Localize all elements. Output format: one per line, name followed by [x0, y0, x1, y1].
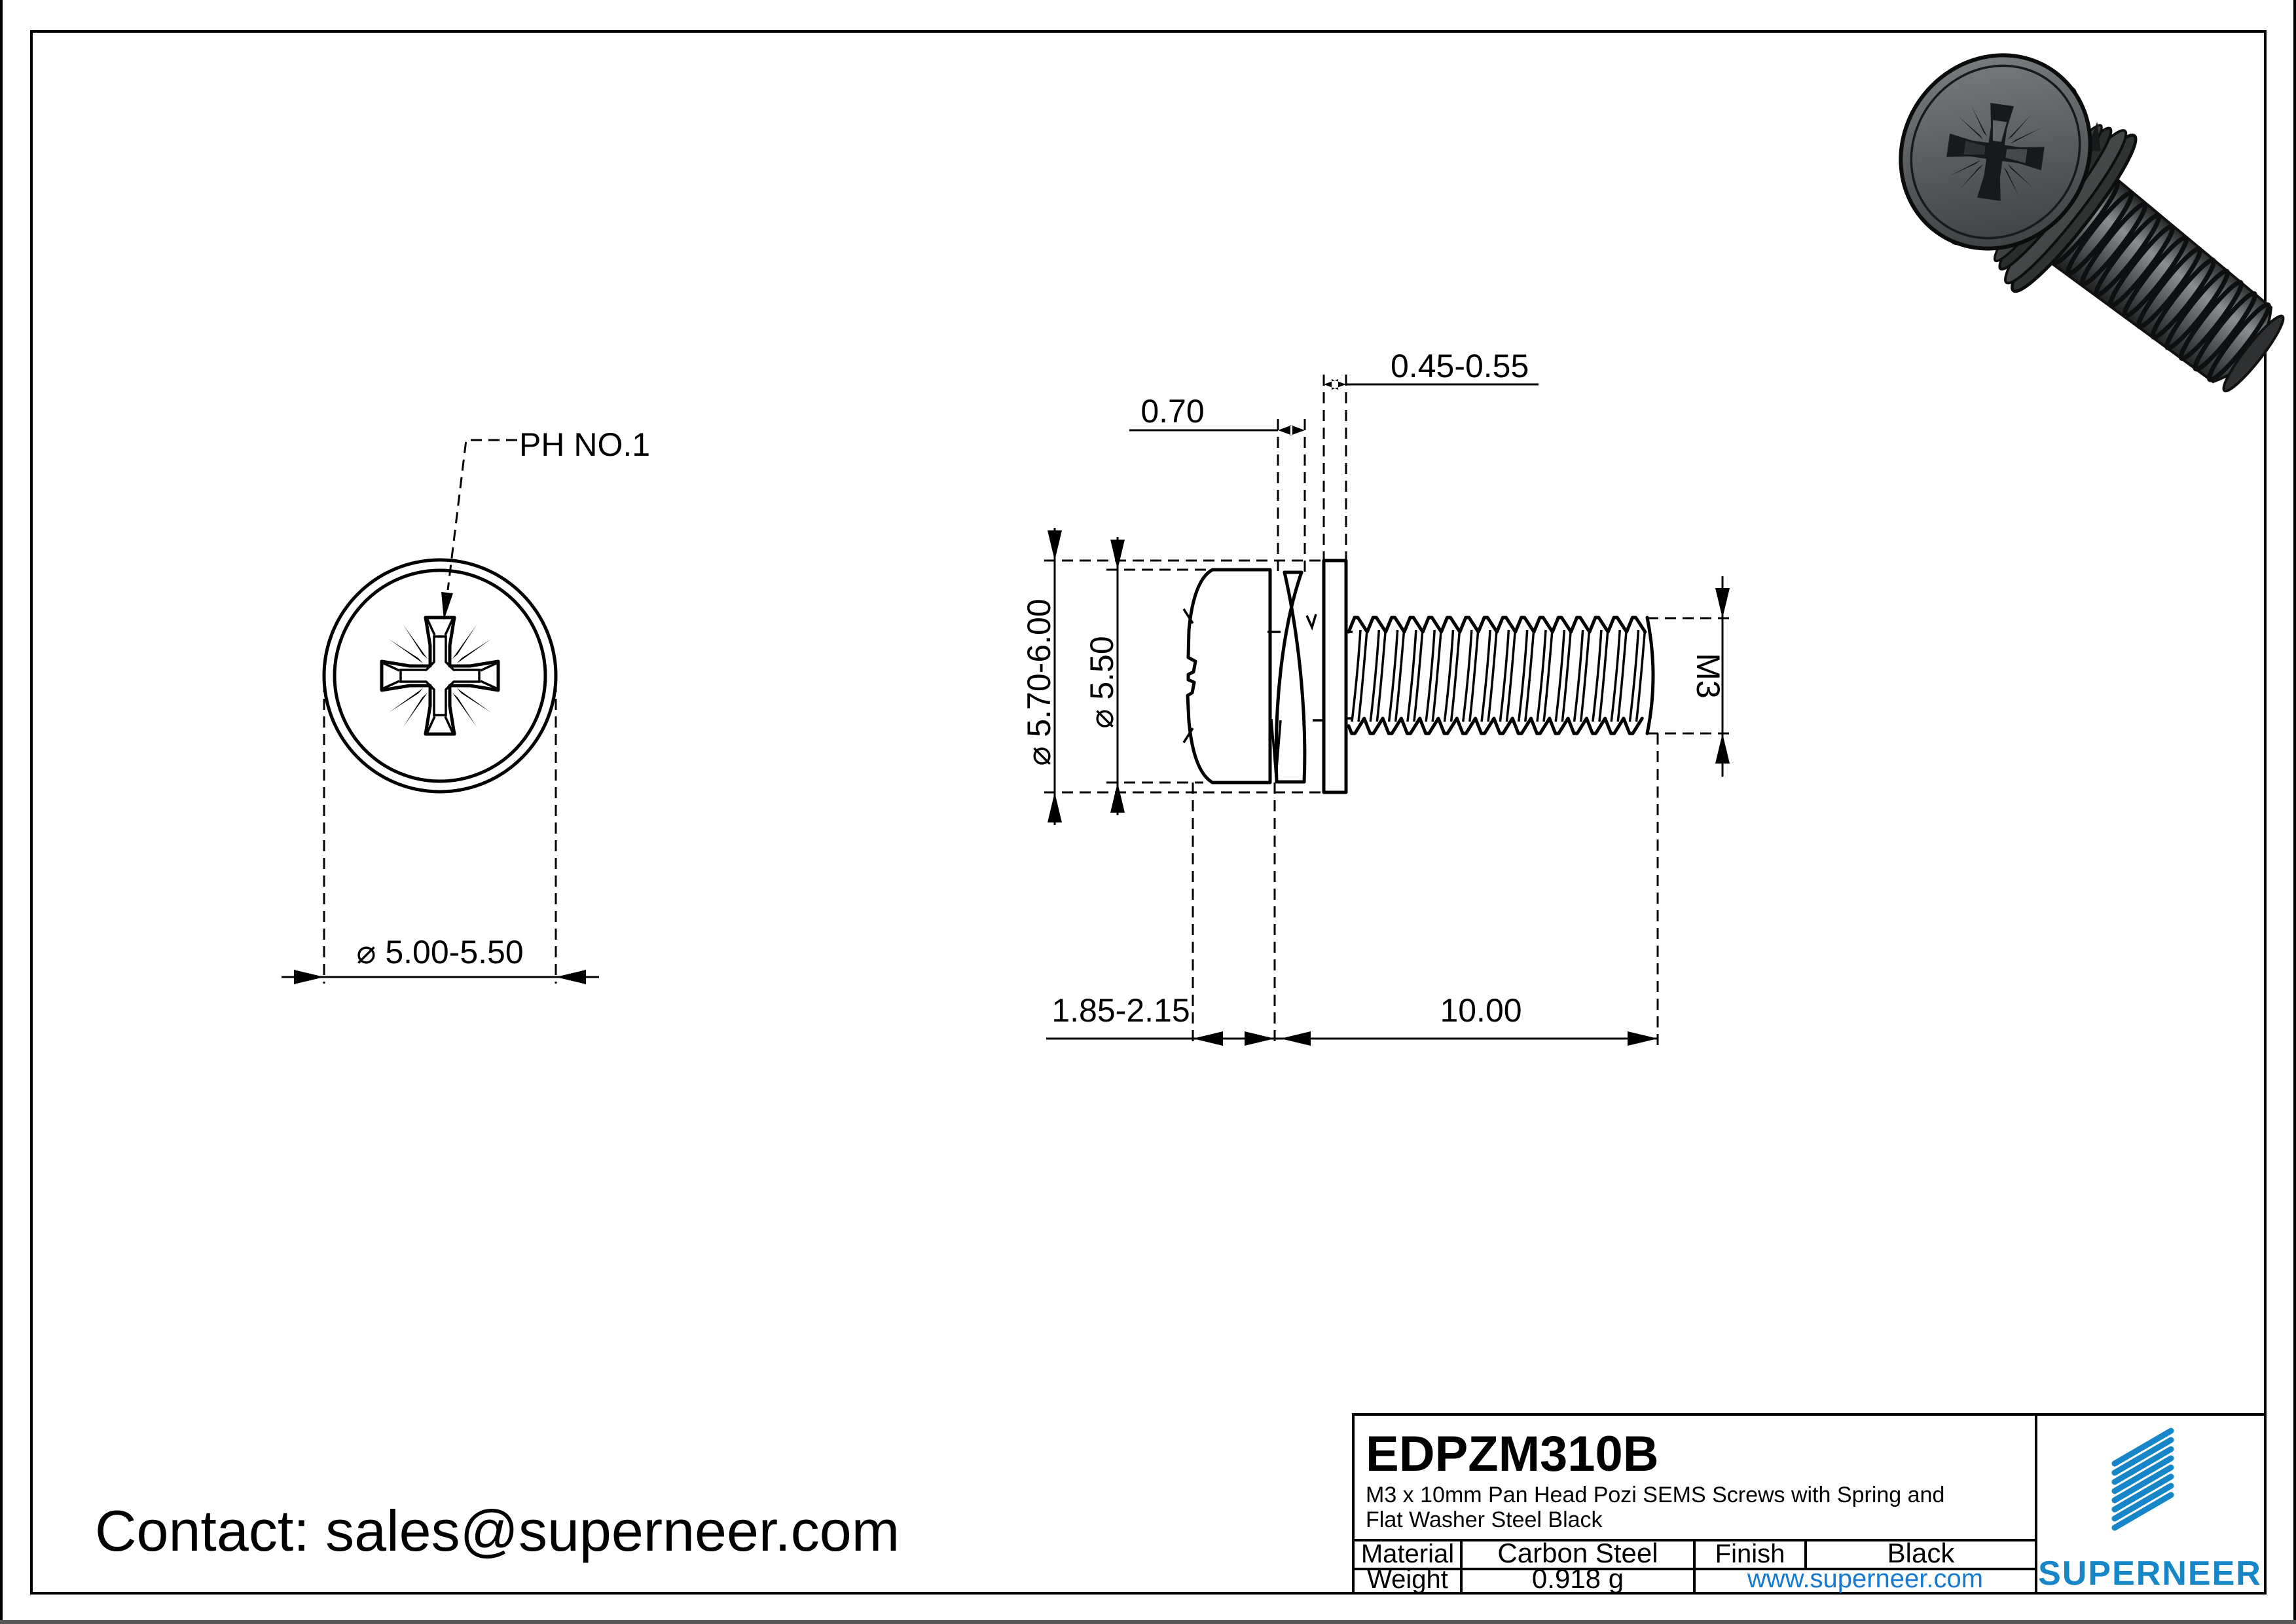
- pozi-drive-icon: [382, 618, 498, 734]
- leader-line: [446, 439, 517, 591]
- head-profile: [1186, 568, 1272, 784]
- pozi-recess-3d: [1941, 98, 2050, 206]
- washer-od-label: ⌀ 5.70-6.00: [1021, 599, 1057, 766]
- leader-arrow: [441, 592, 453, 620]
- page-edge-right: [2293, 0, 2296, 1624]
- side-view: ⌀ 5.70-6.00 ⌀ 5.50 M3 0.70 0.45-0.55 1.8…: [1021, 348, 1735, 1048]
- material-label: Material: [1361, 1540, 1454, 1568]
- horizontal-extensions: [1044, 559, 1324, 794]
- finish-value: Black: [1887, 1538, 1956, 1568]
- brand-name: SUPERNEER: [2038, 1555, 2262, 1593]
- page-edge-left: [0, 0, 3, 1624]
- contact-line[interactable]: Contact: sales@superneer.com: [95, 1498, 900, 1563]
- thread-end: [1645, 616, 1655, 735]
- page-edge-bottom: [0, 1620, 2296, 1624]
- thread: [1346, 616, 1655, 735]
- thread-spec-label: M3: [1690, 653, 1726, 698]
- head-diameter-label: ⌀ 5.00-5.50: [356, 934, 523, 970]
- head-od-label: ⌀ 5.50: [1084, 636, 1120, 728]
- front-view: PH NO.1 ⌀ 5.00-5.50: [282, 426, 650, 984]
- washer-extensions: [1277, 375, 1347, 573]
- head-height-label: 1.85-2.15: [1051, 992, 1190, 1029]
- spring-washer: [1267, 570, 1324, 784]
- head-outer-circle: [322, 558, 558, 794]
- thread-length-label: 10.00: [1440, 992, 1522, 1029]
- head-inner-circle: [333, 568, 547, 783]
- spring-thickness-label: 0.70: [1140, 393, 1204, 430]
- description-line2: Flat Washer Steel Black: [1366, 1507, 1603, 1532]
- front-extension-lines: [323, 681, 557, 984]
- finish-label: Finish: [1715, 1540, 1785, 1568]
- drawing-frame: [30, 30, 2267, 1595]
- title-block: EDPZM310B M3 x 10mm Pan Head Pozi SEMS S…: [1352, 1413, 2267, 1595]
- description-line1: M3 x 10mm Pan Head Pozi SEMS Screws with…: [1366, 1483, 1944, 1507]
- bottom-extensions: [1192, 733, 1659, 1048]
- material-value: Carbon Steel: [1497, 1538, 1658, 1568]
- flat-washer: [1322, 559, 1348, 794]
- drive-label: PH NO.1: [519, 426, 650, 463]
- weight-value: 0.918 g: [1532, 1563, 1624, 1594]
- superneer-logo: SUPERNEER: [2038, 1428, 2262, 1593]
- screw-3d-render: [1899, 53, 2285, 393]
- website-link[interactable]: www.superneer.com: [1747, 1564, 1983, 1593]
- flat-thickness-label: 0.45-0.55: [1391, 348, 1529, 384]
- weight-label: Weight: [1367, 1565, 1448, 1594]
- thread-extensions: [1647, 617, 1735, 735]
- part-number: EDPZM310B: [1366, 1426, 1659, 1482]
- head-recess-ticks: [1182, 608, 1194, 743]
